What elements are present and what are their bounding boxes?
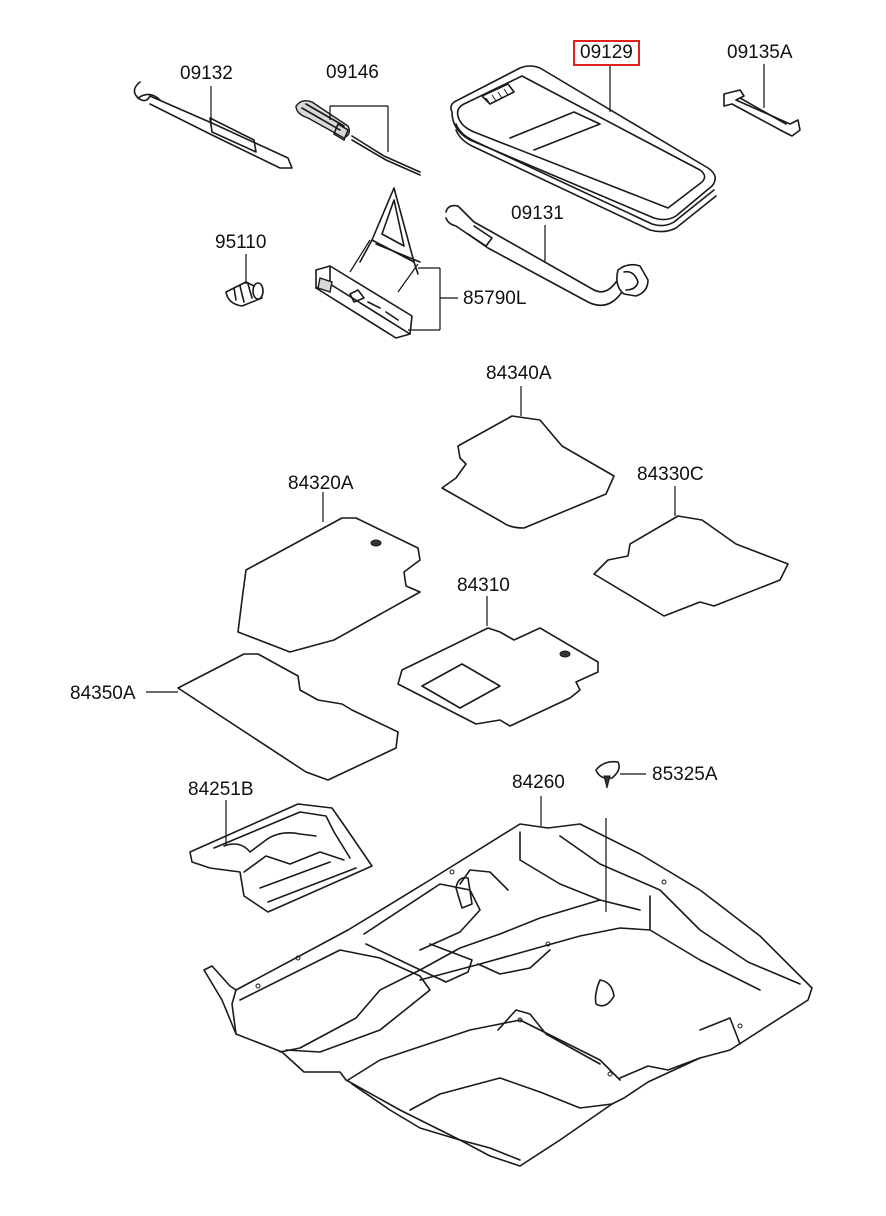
label-09135a[interactable]: 09135A [727,42,793,63]
label-09131[interactable]: 09131 [511,203,564,224]
label-84340a[interactable]: 84340A [486,363,552,384]
mat-84320a-drawing [237,492,421,653]
floor-panel-84251b-drawing [189,800,373,913]
label-09132[interactable]: 09132 [180,63,233,84]
clip-drawing [595,760,646,789]
screwdriver-drawing [295,99,421,176]
label-95110[interactable]: 95110 [215,232,267,253]
label-84310[interactable]: 84310 [457,575,510,596]
mat-84310-drawing [397,596,599,727]
mat-84350a-drawing [146,653,399,781]
label-84320a[interactable]: 84320A [288,473,354,494]
jack-drawing [445,204,649,307]
label-84260[interactable]: 84260 [512,772,565,793]
warning-triangle-drawing [315,187,421,339]
label-84251b[interactable]: 84251B [188,779,254,800]
tool-tray-drawing [450,65,717,233]
label-84350a[interactable]: 84350A [70,683,136,704]
leader-lines-top [210,64,765,331]
label-09146[interactable]: 09146 [326,62,379,83]
label-84330c[interactable]: 84330C [637,464,704,485]
label-85325a[interactable]: 85325A [652,764,718,785]
label-09129-highlighted[interactable]: 09129 [573,40,640,66]
bulb-drawing [225,281,264,307]
mat-84330c-drawing [593,486,789,617]
jack-handle-drawing [133,81,293,169]
open-wrench-drawing [723,89,801,137]
floor-carpet-84260-drawing [203,796,813,1167]
label-85790l[interactable]: 85790L [463,288,527,309]
mat-84340a-drawing [441,386,615,529]
